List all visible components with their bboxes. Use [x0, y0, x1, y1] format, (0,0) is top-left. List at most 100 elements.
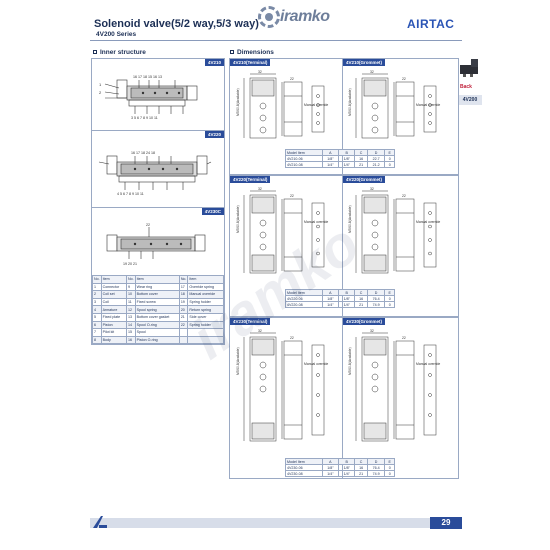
tag-4v220: 4V220	[204, 131, 224, 138]
parts-cell: Bottom cover	[134, 290, 180, 299]
parts-cell: Connector	[100, 282, 128, 292]
parts-cell: 17	[178, 282, 189, 292]
parts-cell: Fixed plate	[100, 312, 128, 322]
parts-cell: Body	[100, 335, 128, 345]
footer-bar	[90, 518, 462, 528]
parts-cell: Item	[134, 275, 180, 284]
model-cell: 21.2	[366, 161, 386, 168]
parts-cell: Coil	[100, 297, 128, 307]
brand-wordmark: iramko	[280, 8, 330, 25]
parts-cell: 3	[92, 297, 102, 307]
model-cell: 4V230-08	[285, 470, 323, 477]
parts-cell: Pilot kit	[100, 328, 128, 337]
dimension-label: Manual override	[416, 220, 440, 224]
parts-cell: 11	[126, 297, 136, 307]
tag-4v230-terminal: 4V230(Terminal)	[230, 318, 271, 325]
valve-thumbnail[interactable]	[458, 57, 480, 79]
inner-structure-heading: Inner structure	[93, 49, 146, 56]
parts-cell: Wear ring	[134, 282, 180, 292]
cutaway-4v210: 1 2 16 17 18 15 16 13 3 5 6 7 8 9 10 11	[95, 68, 223, 128]
parts-cell: 18	[178, 290, 189, 299]
dimension-label: M5X0.8(Available)	[236, 88, 240, 116]
header-divider	[90, 40, 462, 41]
dimension-label: 22	[290, 77, 294, 81]
parts-cell: 16	[126, 335, 136, 345]
inner-structure-panel: 4V210 4V220 4V230C	[91, 58, 225, 345]
tag-4v220-grommet: 4V220(Grommet)	[343, 176, 386, 183]
dimension-label: Manual override	[304, 220, 328, 224]
parts-cell: Spool	[134, 328, 180, 337]
model-cell: 74.9	[366, 470, 386, 477]
model-cell: 74.9	[366, 301, 386, 308]
model-cell: 4V210-08	[285, 161, 323, 168]
series-tab[interactable]: 4V200	[458, 95, 482, 105]
parts-cell: No.	[178, 275, 189, 284]
divider	[342, 318, 343, 478]
parts-cell	[178, 335, 189, 345]
parts-cell: Side cover	[187, 312, 224, 322]
model-cell: 1/4"	[338, 301, 356, 308]
tag-4v210-terminal: 4V210(Terminal)	[230, 59, 271, 66]
model-cell: 21	[354, 161, 368, 168]
divider	[92, 130, 224, 131]
divider	[342, 176, 343, 316]
model-cell: 0	[384, 301, 395, 308]
tag-4v210-grommet: 4V210(Grommet)	[343, 59, 386, 66]
parts-cell: 5	[92, 312, 102, 322]
parts-cell	[178, 328, 189, 337]
divider	[92, 207, 224, 208]
tag-4v210: 4V210	[204, 59, 224, 66]
tag-4v230c: 4V230C	[201, 208, 224, 215]
tag-4v220-terminal: 4V220(Terminal)	[230, 176, 271, 183]
parts-cell: 2	[92, 290, 102, 299]
parts-cell: Coil set	[100, 290, 128, 299]
model-cell: 1/4"	[338, 470, 356, 477]
parts-cell: 9	[126, 282, 136, 292]
dimension-label: M5X0.8(Available)	[348, 88, 352, 116]
iramko-logo: iramko	[258, 6, 338, 30]
parts-cell: Piston O-ring	[134, 335, 180, 345]
parts-cell: Fixed screw	[134, 297, 180, 307]
dim-row-4v210: 4V210(Terminal) 4V210(Grommet)	[229, 58, 459, 175]
back-link[interactable]: Back	[460, 84, 472, 90]
parts-cell: Spring holder	[187, 297, 224, 307]
model-cell: 21	[354, 470, 368, 477]
model-cell: 0	[384, 470, 395, 477]
dimension-label: Manual override	[304, 103, 328, 107]
parts-cell: 4	[92, 305, 102, 314]
cutaway-4v220: 16 17 18 24 18 4 5 6 7 8 9 10 11	[95, 144, 223, 202]
parts-cell: 10	[126, 290, 136, 299]
parts-cell: 1	[92, 282, 102, 292]
parts-cell: 21	[178, 312, 189, 322]
divider	[342, 59, 343, 174]
parts-cell: Item	[187, 275, 224, 284]
footer-logo-icon	[93, 516, 107, 528]
model-cell: 1/4"	[338, 161, 356, 168]
dimension-label: 32	[370, 70, 374, 74]
dim-row-4v220: 4V220(Terminal) 4V220(Grommet)	[229, 175, 459, 317]
model-cell: 1/4"	[321, 470, 340, 477]
airtac-logo: AIRTAC	[407, 17, 455, 31]
parts-cell: Spool O-ring	[134, 320, 180, 330]
parts-cell: Item	[100, 275, 128, 284]
dimension-label: 22	[290, 336, 294, 340]
callout-top-230: 22	[146, 223, 150, 227]
